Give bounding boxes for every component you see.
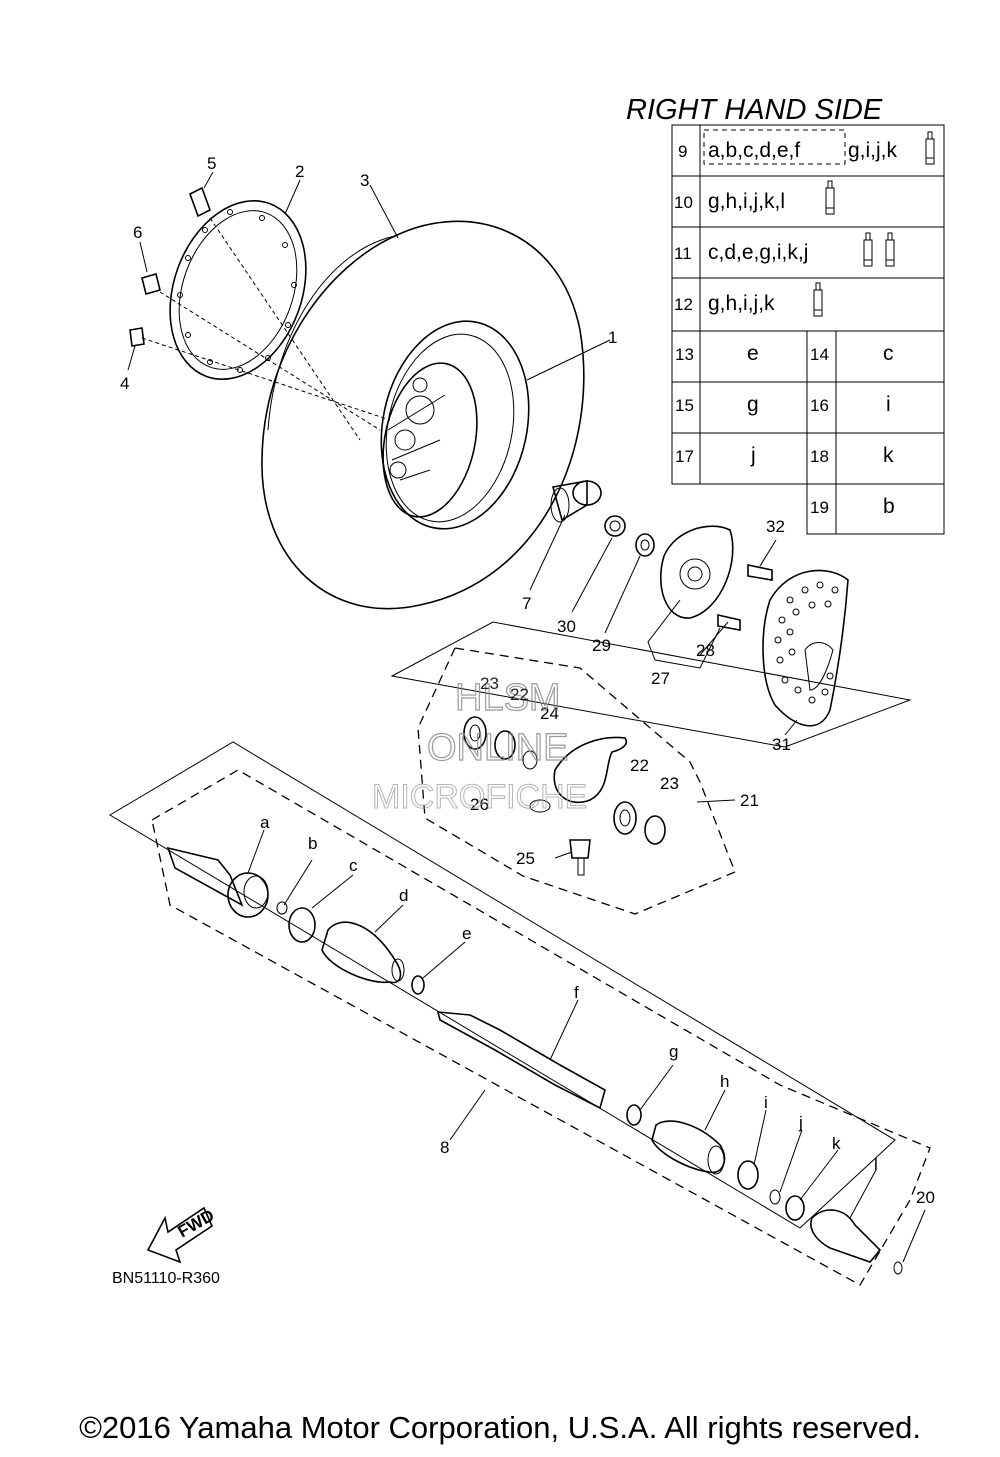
watermark: HLSM ONLINE MICROFICHE 23 22 [372,674,588,817]
ref-16-letter: i [886,393,891,416]
watermark-line-1: HLSM [455,677,561,719]
callout-30: 30 [557,617,576,636]
callout-b: b [308,834,317,853]
callout-a: a [260,813,270,832]
fwd-arrow-icon: FWD [146,1206,218,1264]
callout-31: 31 [772,735,791,754]
kit-row-10-text: g,h,i,j,k,l [708,190,785,213]
callout-4: 4 [120,374,129,393]
parts-kit-table: 9 a,b,c,d,e,f g,i,j,k 10 g,h,i,j,k,l 11 … [671,124,945,332]
callout-22b: 22 [630,756,649,775]
ref-letter-table: 13 e 14 c 15 g 16 i 17 j 18 k 19 b [671,330,945,535]
ref-13-letter: e [747,342,759,365]
kit-row-9-rest: g,i,j,k [848,139,898,162]
callout-25: 25 [516,849,535,868]
ref-14-num: 14 [810,345,829,364]
callout-23a: 23 [480,674,499,693]
callout-32: 32 [766,517,785,536]
figure-reference: BN51110-R360 [112,1270,220,1287]
callout-28: 28 [696,641,715,660]
callout-d: d [399,886,408,905]
callout-1: 1 [608,328,617,347]
callout-20: 20 [916,1188,935,1207]
callout-i: i [764,1093,768,1112]
ref-14-letter: c [883,342,894,365]
callout-k: k [832,1134,841,1153]
callout-f: f [574,983,579,1002]
kit-row-12-text: g,h,i,j,k [708,292,775,315]
ref-18-num: 18 [810,447,829,466]
ref-19-letter: b [883,495,895,518]
ref-15-letter: g [747,393,759,416]
callout-26: 26 [470,795,489,814]
kit-row-10-num: 10 [674,193,693,212]
ref-17-letter: j [750,444,756,467]
kit-row-12-num: 12 [674,295,693,314]
callout-2: 2 [295,162,304,181]
callout-22a: 22 [510,685,529,704]
kit-row-11-text: c,d,e,g,i,k,j [708,241,808,264]
callout-h: h [720,1072,729,1091]
callout-7: 7 [522,594,531,613]
callout-g: g [669,1042,678,1061]
ref-17-num: 17 [675,447,694,466]
tire-assembly [129,186,585,610]
knuckle-assembly [390,621,912,915]
callout-21: 21 [740,791,759,810]
callout-j: j [798,1113,803,1132]
ref-15-num: 15 [675,396,694,415]
callout-27: 27 [651,669,670,688]
callout-6: 6 [133,223,142,242]
drive-shaft-assembly [109,741,931,1286]
watermark-line-2: ONLINE [427,727,568,769]
callout-labels: 1 2 3 4 5 6 7 8 20 21 22 23 24 25 26 27 … [120,154,935,1207]
callout-23b: 23 [660,774,679,793]
kit-row-9-num: 9 [678,142,687,161]
callout-5: 5 [207,154,216,173]
ref-16-num: 16 [810,396,829,415]
copyright-notice: ©2016 Yamaha Motor Corporation, U.S.A. A… [79,1410,921,1445]
kit-row-11-num: 11 [674,244,692,263]
watermark-line-3: MICROFICHE [372,778,587,816]
hub-and-brake-disc [550,480,849,727]
callout-c: c [349,856,358,875]
ref-13-num: 13 [675,345,694,364]
callout-e: e [462,924,471,943]
callout-8: 8 [440,1138,449,1157]
callout-3: 3 [360,171,369,190]
grease-tube-icon [813,131,935,317]
ref-18-letter: k [883,444,894,467]
callout-24: 24 [540,704,559,723]
section-title: RIGHT HAND SIDE [626,94,883,126]
kit-row-9-boxed: a,b,c,d,e,f [708,139,800,162]
leader-lines [127,171,926,1263]
callout-29: 29 [592,636,611,655]
ref-19-num: 19 [810,498,829,517]
callout-l: l [874,1155,878,1174]
